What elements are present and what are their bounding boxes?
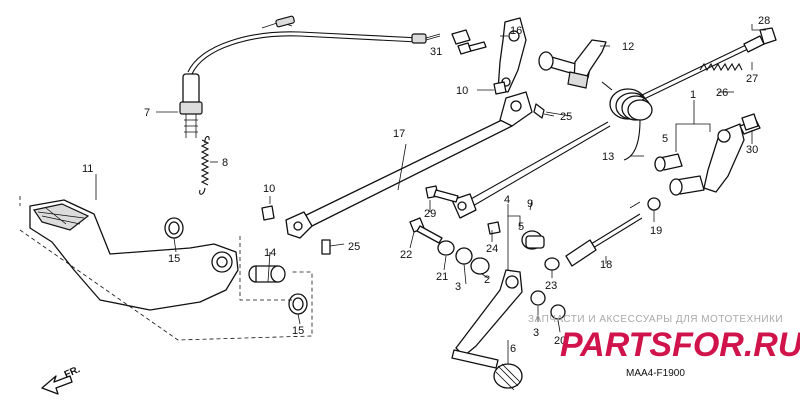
callout-5: 5 <box>662 133 668 145</box>
callout-3: 3 <box>455 281 461 293</box>
callout-23: 23 <box>545 280 557 292</box>
callout-17: 17 <box>393 128 405 140</box>
part-4-shift-pedal <box>451 269 523 391</box>
diagram-code: MAA4-F1900 <box>626 368 685 379</box>
part-9-rod <box>451 121 611 219</box>
direction-label: FR. <box>63 364 82 381</box>
part-13-return-spring <box>601 81 653 161</box>
callout-20: 20 <box>554 335 566 347</box>
part-8-spring <box>199 135 210 195</box>
callout-12: 12 <box>622 41 634 53</box>
part-14-collar <box>248 265 286 283</box>
callout-15: 15 <box>292 325 304 337</box>
part-26-rod <box>639 27 777 101</box>
part-5-pivot <box>521 230 545 250</box>
callout-24: 24 <box>486 243 498 255</box>
callout-19: 19 <box>650 225 662 237</box>
part-16-arm <box>497 17 527 93</box>
callout-7: 7 <box>144 107 150 119</box>
callout-6: 6 <box>510 343 516 355</box>
callout-21: 21 <box>436 271 448 283</box>
callout-1: 1 <box>690 89 696 101</box>
part-15-seal-a <box>164 217 184 239</box>
callout-4: 4 <box>504 194 510 206</box>
callout-29: 29 <box>424 208 436 220</box>
callout-10: 10 <box>456 85 468 97</box>
watermark: ЗАПЧАСТИ И АКСЕССУАРЫ ДЛЯ МОТОТЕХНИКИ PA… <box>528 314 800 364</box>
callout-16: 16 <box>510 25 522 37</box>
callout-28: 28 <box>758 15 770 27</box>
front-direction-arrow: FR. <box>41 364 82 395</box>
callout-3: 3 <box>533 327 539 339</box>
part-12-shaft <box>538 39 607 89</box>
part-18-rod <box>565 201 643 267</box>
callout-2: 2 <box>484 274 490 286</box>
callout-labels: 1 2 3 3 4 5 5 6 7 8 9 10 10 11 12 13 14 … <box>82 15 770 355</box>
small-hardware <box>261 29 759 320</box>
callout-27: 27 <box>746 73 758 85</box>
part-31-bolt <box>457 41 487 55</box>
part-7-switch <box>179 73 203 138</box>
watermark-logo: PARTSFOR.RU <box>560 326 800 364</box>
callout-22: 22 <box>400 249 412 261</box>
callout-10: 10 <box>263 183 275 195</box>
part-15-seal-b <box>288 293 308 315</box>
callout-25: 25 <box>348 241 360 253</box>
callout-26: 26 <box>716 87 728 99</box>
leader-lines <box>95 24 766 364</box>
callout-9: 9 <box>527 198 533 210</box>
part-11-brake-pedal <box>29 199 239 311</box>
callout-8: 8 <box>222 157 228 169</box>
callout-15: 15 <box>168 253 180 265</box>
part-right-lever <box>654 119 761 196</box>
callout-31: 31 <box>430 46 442 58</box>
callout-13: 13 <box>602 151 614 163</box>
callout-11: 11 <box>82 163 93 175</box>
callout-5: 5 <box>518 221 524 233</box>
watermark-tagline: ЗАПЧАСТИ И АКСЕССУАРЫ ДЛЯ МОТОТЕХНИКИ <box>528 314 783 325</box>
callout-18: 18 <box>600 259 612 271</box>
callout-30: 30 <box>746 144 758 156</box>
callout-25: 25 <box>560 111 572 123</box>
stop-switch-cable <box>187 15 441 75</box>
callout-14: 14 <box>264 247 276 259</box>
group-outlines <box>19 196 313 341</box>
part-17-rod <box>285 91 533 239</box>
